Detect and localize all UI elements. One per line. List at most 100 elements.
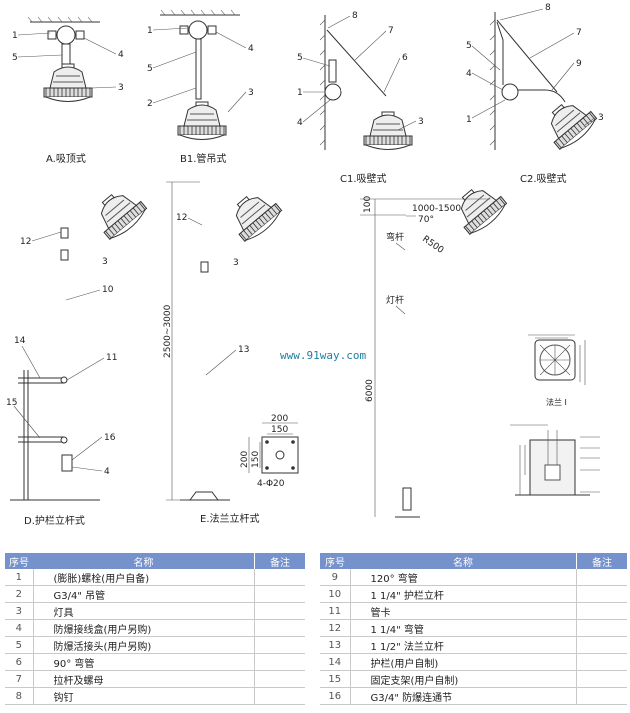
part-note — [576, 636, 627, 654]
callout: 4 — [297, 118, 303, 128]
arm-label: 弯杆 — [386, 231, 404, 243]
part-note — [576, 569, 627, 586]
angle-dimension: 70° — [418, 215, 434, 225]
callout: 8 — [352, 11, 358, 21]
callout: 3 — [233, 258, 239, 268]
flange-detail: 200 150 200 150 4-Φ20 — [240, 414, 299, 489]
part-name: G3/4" 防爆连通节 — [350, 687, 577, 705]
part-note — [576, 670, 627, 688]
flange-holes: 4-Φ20 — [257, 479, 285, 489]
part-name: 90° 弯管 — [33, 653, 255, 671]
flange-i-detail — [528, 334, 586, 385]
callout: 1 — [466, 115, 472, 125]
diagram-e-flange-pole: 2500~3000 12 3 13 200 150 200 150 4-Φ20 … — [163, 181, 299, 525]
part-number: 2 — [5, 585, 34, 603]
flange-width: 200 — [271, 414, 288, 424]
column-header-note: 备注 — [576, 553, 627, 569]
part-name: 防爆活接头(用户另购) — [33, 636, 255, 654]
callout: 1 — [12, 31, 18, 41]
diagram-street-pole: 100 1000-1500 70° R500 弯杆 灯杆 6000 法兰 I — [360, 178, 600, 518]
part-note — [254, 687, 305, 705]
part-note — [254, 569, 305, 586]
part-name: 固定支架(用户自制) — [350, 670, 577, 688]
callout: 12 — [176, 213, 187, 223]
part-number: 3 — [5, 602, 34, 620]
callout: 9 — [576, 59, 582, 69]
part-number: 9 — [320, 569, 351, 586]
height-dimension: 6000 — [365, 379, 375, 402]
callout: 15 — [6, 398, 17, 408]
part-name: 护栏(用户自制) — [350, 653, 577, 671]
part-number: 1 — [5, 569, 34, 586]
part-name: 1 1/4" 护栏立杆 — [350, 585, 577, 603]
caption-a: A.吸顶式 — [46, 152, 86, 165]
callout: 1 — [147, 26, 153, 36]
callout: 3 — [248, 88, 254, 98]
part-number: 8 — [5, 687, 34, 705]
part-number: 10 — [320, 585, 351, 603]
callout: 4 — [118, 50, 124, 60]
diagram-b1-pipe-pendant: 1 5 2 4 3 B1.管吊式 — [147, 9, 254, 165]
callout: 7 — [388, 26, 394, 36]
callout: 12 — [20, 237, 31, 247]
caption-c1: C1.吸壁式 — [340, 172, 387, 185]
radius-dimension: R500 — [420, 234, 445, 256]
column-header-name: 名称 — [350, 553, 577, 569]
callout: 3 — [418, 117, 424, 127]
part-name: 防爆接线盒(用户另购) — [33, 619, 255, 637]
part-note — [576, 602, 627, 620]
watermark: www.91way.com — [280, 349, 366, 362]
callout: 11 — [106, 353, 117, 363]
part-note — [576, 687, 627, 705]
diagram-canvas: 1 5 4 3 A.吸顶式 1 5 2 4 3 B1.管吊式 8 7 6 5 1 — [6, 3, 604, 527]
callout: 3 — [102, 257, 108, 267]
part-number: 15 — [320, 670, 351, 688]
callout: 16 — [104, 433, 116, 443]
part-note — [254, 585, 305, 603]
part-name: G3/4" 吊管 — [33, 585, 255, 603]
part-name: 灯具 — [33, 602, 255, 620]
part-number: 6 — [5, 653, 34, 671]
callout: 8 — [545, 3, 551, 13]
callout: 7 — [576, 28, 582, 38]
part-number: 11 — [320, 602, 351, 620]
height-dimension: 2500~3000 — [163, 304, 173, 358]
part-note — [576, 585, 627, 603]
part-note — [576, 653, 627, 671]
part-note — [254, 653, 305, 671]
column-header-note: 备注 — [254, 553, 305, 569]
part-name: 1 1/4" 弯管 — [350, 619, 577, 637]
callout: 3 — [598, 113, 604, 123]
top-dimension: 100 — [363, 196, 373, 213]
callout: 4 — [104, 467, 110, 477]
table-row: 1(膨胀)螺栓(用户自备) — [5, 569, 305, 586]
callout: 14 — [14, 336, 26, 346]
callout: 3 — [118, 83, 124, 93]
callout: 5 — [466, 41, 472, 51]
part-number: 14 — [320, 653, 351, 671]
part-note — [254, 636, 305, 654]
part-note — [576, 619, 627, 637]
callout: 5 — [147, 64, 153, 74]
callout: 1 — [297, 88, 303, 98]
diagram-a-ceiling-mount: 1 5 4 3 A.吸顶式 — [12, 16, 124, 165]
flange-side: 200 — [240, 451, 250, 468]
diagram-c2-wall-mount: 8 7 9 5 4 1 3 C2.吸壁式 — [466, 3, 604, 185]
flange-i-label: 法兰 I — [546, 397, 567, 407]
part-note — [254, 602, 305, 620]
part-name: 管卡 — [350, 602, 577, 620]
part-number: 4 — [5, 619, 34, 637]
column-header-no: 序号 — [5, 553, 33, 569]
